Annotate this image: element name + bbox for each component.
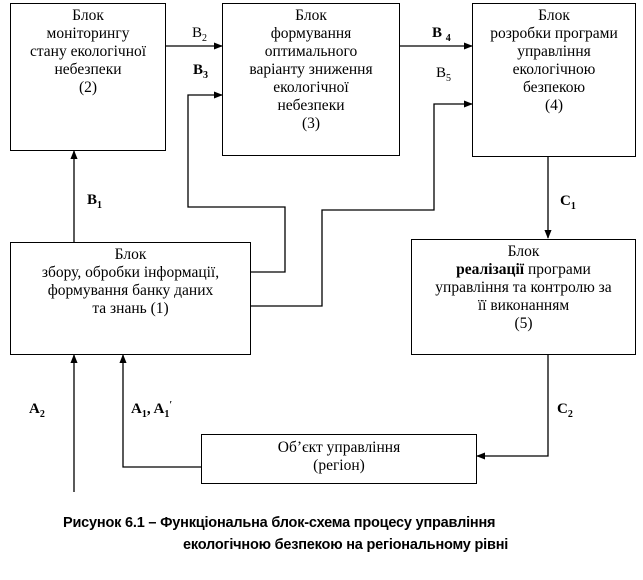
label-b2-sub: 2	[202, 33, 208, 44]
block-5-line-rest: програми	[524, 261, 591, 278]
label-a2-sub: 2	[39, 409, 45, 420]
label-b1-main: B	[87, 192, 98, 208]
label-b3: B3	[193, 62, 209, 81]
label-a1: A1, A1′	[131, 400, 173, 420]
label-b4: B 4	[432, 25, 451, 44]
block-1-line: формування банку даних	[47, 282, 214, 299]
object-line: (регіон)	[313, 457, 365, 474]
block-3-line: (3)	[301, 115, 321, 132]
label-a1-main: A	[131, 401, 142, 417]
arrow-b5	[250, 100, 473, 307]
figure-caption-line-2: екологічною безпекою на регіональному рі…	[183, 537, 509, 553]
block-5-line: управління та контролю за	[435, 279, 612, 296]
block-4-line: безпекою	[522, 79, 586, 96]
block-2-line: (2)	[78, 79, 98, 96]
object-line: Об’єкт управління	[277, 439, 401, 456]
label-a1-sub: 1	[141, 409, 147, 420]
label-b5: B5	[436, 65, 452, 84]
arrow-a1	[119, 354, 201, 468]
label-c1-main: C	[560, 193, 571, 209]
block-3-line: оптимального	[264, 43, 358, 60]
block-4-line: Блок	[538, 7, 570, 24]
arrow-c2	[476, 354, 549, 460]
block-2-line: стану екологічної	[29, 43, 147, 60]
label-b2: B2	[192, 25, 208, 44]
block-4-line: управління	[517, 43, 591, 60]
label-a1-separator: ,	[146, 401, 154, 417]
block-2-monitoring: Блок моніторингу стану екологічної небез…	[10, 3, 166, 151]
block-2-line: Блок	[72, 7, 104, 24]
block-3-line: небезпеки	[277, 97, 345, 114]
arrow-b3	[187, 91, 286, 273]
block-5-line: її виконанням	[477, 297, 570, 314]
block-3-line: Блок	[295, 7, 327, 24]
object-of-management: Об’єкт управління (регіон)	[201, 434, 477, 484]
block-5-line: реалізації програми	[412, 261, 635, 279]
block-5-implementation: Блок реалізації програми управління та к…	[411, 239, 636, 355]
block-5-line: (5)	[514, 315, 533, 332]
block-4-program-development: Блок розробки програми управління еколог…	[472, 3, 636, 157]
block-1-line: та знань (1)	[92, 300, 169, 317]
block-1-data-collection: Блок збору, обробки інформації, формуван…	[10, 242, 251, 355]
label-b1-sub: 1	[97, 200, 103, 211]
block-3-line: екологічної	[273, 79, 349, 96]
label-c2: C2	[557, 401, 573, 420]
label-a1-prime-sub: 1	[164, 409, 170, 420]
figure-caption-line-1: Рисунок 6.1 – Функціональна блок-схема п…	[63, 515, 496, 531]
label-a2: A2	[29, 401, 45, 420]
block-1-line: збору, обробки інформації,	[41, 264, 220, 281]
block-4-line: екологічною	[512, 61, 596, 78]
block-2-line: небезпеки	[54, 61, 122, 78]
label-c2-main: C	[557, 401, 568, 417]
block-5-line: Блок	[507, 243, 540, 260]
label-b2-main: B	[192, 25, 203, 41]
block-5-bold-word: реалізації	[456, 261, 525, 278]
label-b4-sub: 4	[445, 33, 451, 44]
label-b3-main: B	[193, 62, 204, 78]
block-3-line: варіанту зниження	[249, 61, 373, 78]
block-3-line: формування	[270, 25, 352, 42]
label-c2-sub: 2	[567, 409, 573, 420]
label-b3-sub: 3	[203, 70, 209, 81]
block-2-line: моніторингу	[46, 25, 130, 42]
label-b4-main: B	[432, 25, 443, 41]
label-a1-prime-mark: ′	[169, 400, 173, 411]
label-b5-main: B	[436, 65, 447, 81]
label-a1-prime-main: A	[153, 401, 165, 417]
block-4-line: (4)	[544, 97, 564, 114]
block-1-line: Блок	[114, 246, 147, 263]
block-4-line: розробки програми	[490, 25, 618, 42]
label-b5-sub: 5	[446, 73, 452, 84]
label-c1: C1	[560, 193, 576, 212]
block-3-optimal-variant: Блок формування оптимального варіанту зн…	[222, 3, 400, 156]
label-c1-sub: 1	[570, 201, 576, 212]
label-b1: B1	[87, 192, 103, 211]
label-a2-main: A	[29, 401, 40, 417]
